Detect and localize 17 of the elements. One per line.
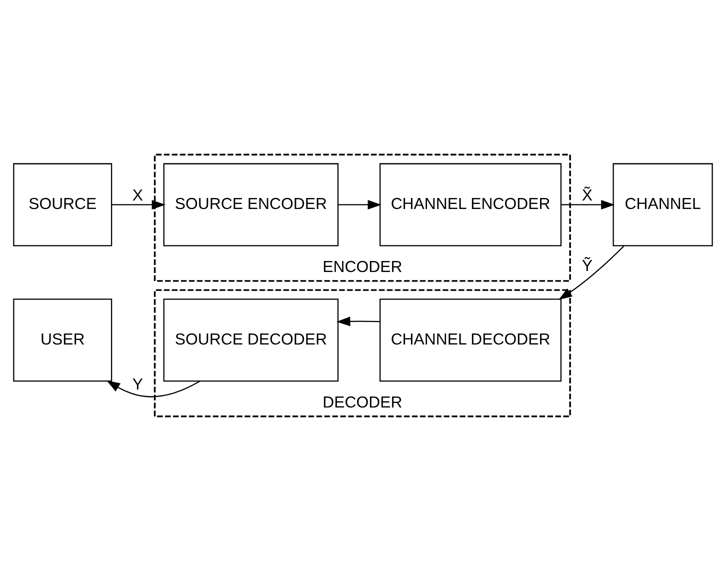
node-box: CHANNEL (612, 163, 713, 246)
edge-label: X̃ (582, 187, 592, 204)
node-box: SOURCE DECODER (163, 298, 339, 382)
edge-label: X (132, 187, 144, 204)
arrow (106, 380, 200, 398)
node-box: SOURCE (13, 163, 112, 246)
arrow (336, 316, 380, 326)
node-box: CHANNEL ENCODER (380, 163, 562, 246)
arrow (112, 200, 166, 210)
node-box: CHANNEL DECODER (380, 298, 562, 382)
arrow (558, 246, 624, 300)
node-box: USER (13, 298, 112, 382)
edge-label: Y (132, 376, 144, 394)
arrow (338, 200, 382, 210)
arrow (561, 200, 615, 210)
edge-label: Ỹ (582, 258, 592, 275)
node-box: SOURCE ENCODER (163, 163, 339, 246)
